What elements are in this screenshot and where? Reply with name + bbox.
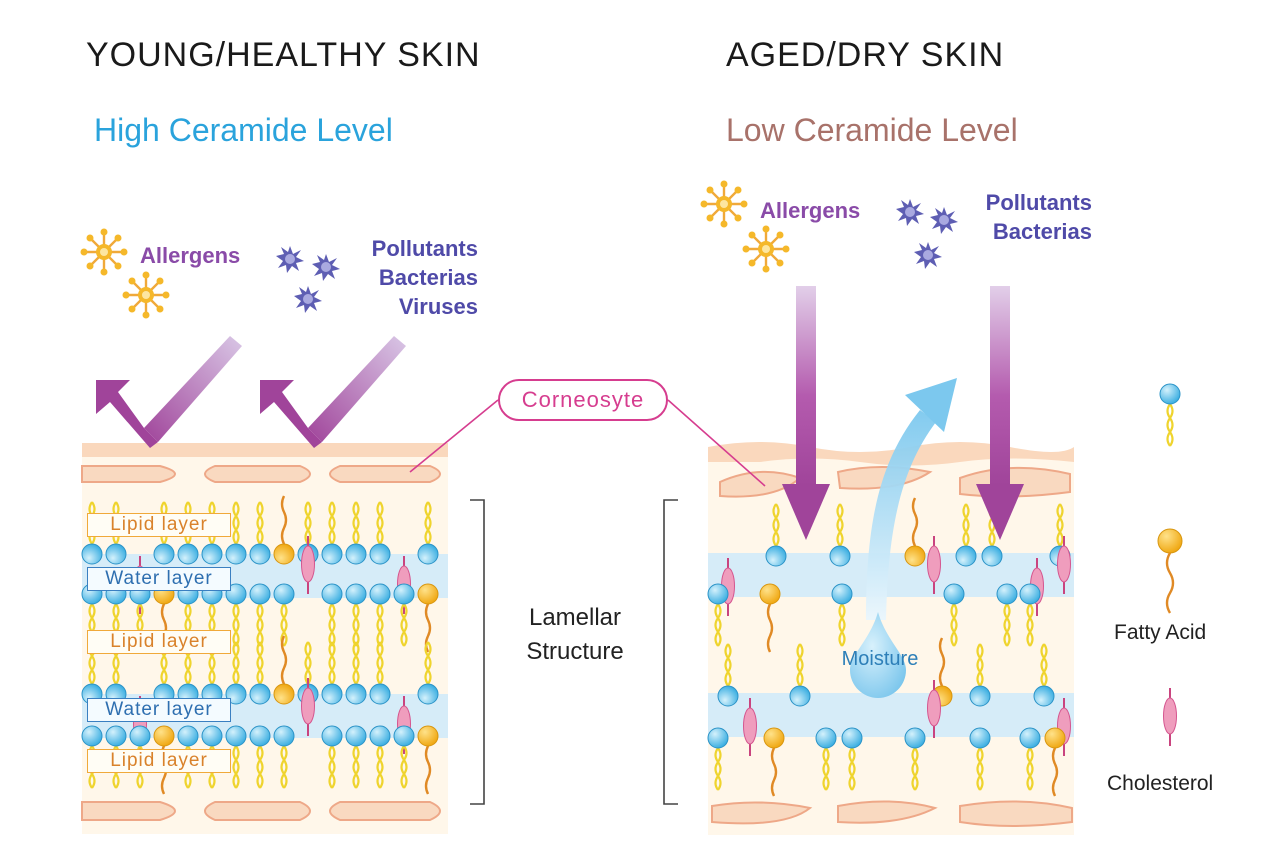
cholesterol-icon [1162, 687, 1178, 747]
pollutant-star-icon [276, 246, 304, 273]
fatty-acid-icon [1157, 528, 1183, 614]
legend-fatty-acid-label: Fatty Acid [1114, 621, 1207, 644]
right-allergens-label: Allergens [760, 198, 861, 223]
left-pollutants-line: Bacterias [378, 265, 478, 290]
lipid-layer-label: Lipid layer [87, 749, 231, 773]
right-panel-title: AGED/DRY SKIN [726, 36, 1005, 74]
right-pollutants-line: Bacterias [992, 219, 1092, 244]
left-allergens-label: Allergens [140, 243, 241, 268]
legend-cholesterol-label: Cholesterol [1107, 772, 1214, 795]
right-water-band-2 [708, 693, 1074, 737]
callout-leader-right [667, 399, 766, 487]
right-panel-subtitle: Low Ceramide Level [726, 112, 1018, 148]
lamellar-bracket-left [470, 499, 485, 805]
lamellar-label-line: Lamellar [528, 604, 622, 631]
lipid-layer-label: Lipid layer [87, 513, 231, 537]
left-corneocyte-cells [81, 465, 441, 821]
left-pollutants-label: Pollutants Bacterias Viruses [328, 234, 478, 321]
pollutant-star-icon [294, 286, 322, 313]
allergen-pollen-icon [741, 224, 791, 274]
left-panel-title: YOUNG/HEALTHY SKIN [86, 36, 481, 74]
water-layer-label: Water layer [87, 698, 231, 722]
lipid-layer-label: Lipid layer [87, 630, 231, 654]
left-pollutants-line: Pollutants [371, 236, 478, 261]
allergen-pollen-icon [79, 227, 129, 277]
left-panel-subtitle: High Ceramide Level [94, 112, 393, 148]
pollutant-star-icon [896, 199, 924, 226]
right-penetrating-arrow-2 [976, 286, 1024, 540]
callout-leader-left [409, 399, 499, 473]
left-deflect-arrow-1 [96, 336, 242, 448]
left-pollutants-line: Viruses [398, 294, 478, 319]
moisture-droplet [850, 612, 906, 698]
corneosyte-callout: Corneosyte [498, 379, 668, 421]
allergen-pollen-icon [121, 270, 171, 320]
legend-ceramide-icon [1158, 382, 1182, 448]
right-pollutants-line: Pollutants [985, 190, 1092, 215]
moisture-label: Moisture [841, 648, 919, 670]
right-skin-section [706, 442, 1074, 835]
right-penetrating-arrow-1 [782, 286, 830, 540]
lamellar-label-line: Structure [526, 638, 624, 665]
lamellar-structure-label: Lamellar Structure [500, 601, 650, 669]
lamellar-bracket-right [663, 499, 678, 805]
moisture-escape-arrow [866, 378, 957, 620]
left-deflect-arrow-2 [260, 336, 406, 448]
right-pollutants-label: Pollutants Bacterias [942, 188, 1092, 246]
water-layer-label: Water layer [87, 567, 231, 591]
allergen-pollen-icon [699, 179, 749, 229]
pollutant-star-icon [914, 242, 942, 269]
